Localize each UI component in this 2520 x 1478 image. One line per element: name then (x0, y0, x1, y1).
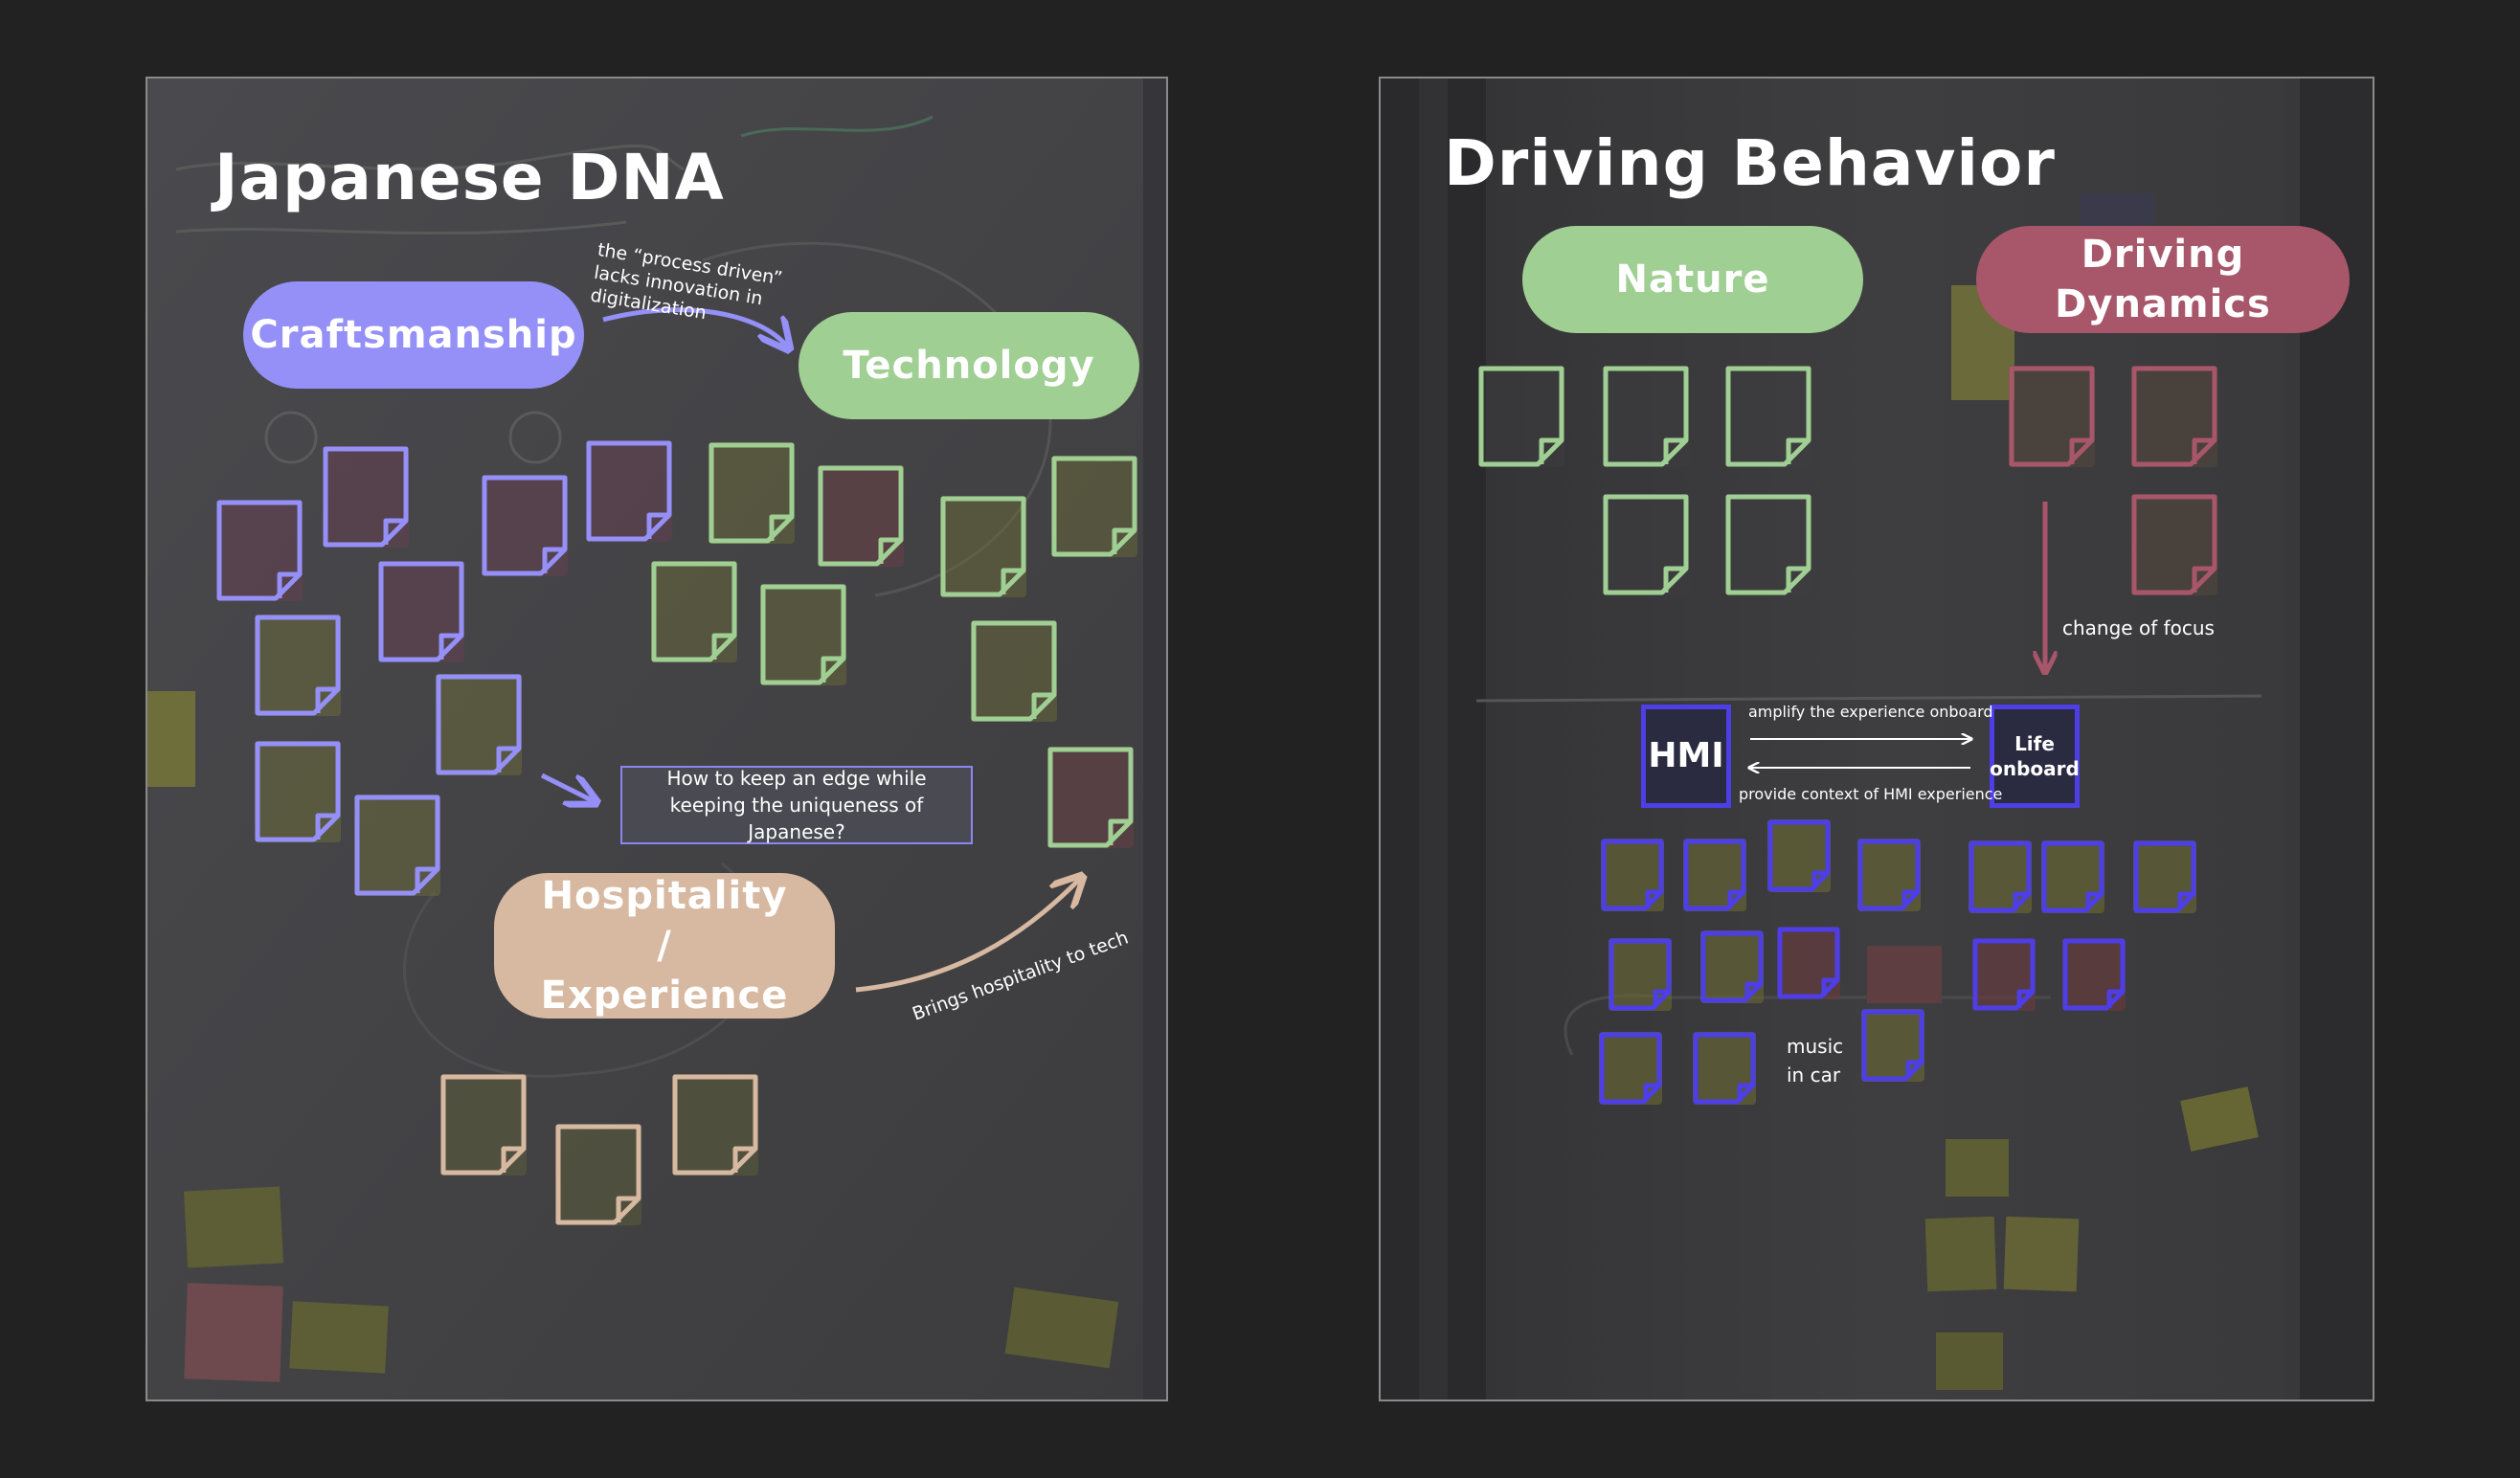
technology-label: Technology (799, 312, 1139, 419)
craftsmanship-label: Craftsmanship (243, 281, 584, 389)
sticky-note-craftsmanship (482, 475, 568, 576)
sticky-note-hmi (1700, 930, 1764, 1003)
sticky-note-nature (1603, 494, 1689, 595)
sticky-note-hmi (1777, 927, 1840, 999)
sticky-note-nature (1603, 366, 1689, 467)
hmi-label: HMI (1641, 705, 1731, 808)
japanese-dna-diagram (147, 307, 1168, 1401)
japanese-dna-panel: Japanese DNA Craftsmanship Technology Ho… (146, 77, 1168, 1401)
sticky-note-hospitality (440, 1074, 527, 1176)
sticky-note-craftsmanship (255, 615, 341, 716)
sticky-note-craftsmanship (378, 561, 464, 662)
question-box: How to keep an edge while keeping the un… (620, 766, 973, 844)
sticky-note-hospitality (672, 1074, 758, 1176)
sticky-note-technology (940, 496, 1026, 597)
context-label: provide context of HMI experience (1739, 785, 2003, 803)
sticky-note-technology (1051, 456, 1137, 557)
driving-dynamics-label: Driving Dynamics (1976, 226, 2350, 333)
life-onboard-label: Life onboard (1990, 705, 2080, 808)
driving-behavior-diagram (1381, 78, 2374, 1401)
sticky-note-hmi (2041, 840, 2104, 913)
nature-label: Nature (1522, 226, 1863, 333)
sticky-note-craftsmanship (586, 440, 672, 542)
sticky-note-nature (1725, 366, 1811, 467)
sticky-note-hmi (1861, 1009, 1924, 1082)
sticky-note-driving-dynamics (2131, 366, 2217, 467)
sticky-note-driving-dynamics (2009, 366, 2095, 467)
panel-title: Driving Behavior (1444, 126, 2056, 200)
sticky-note-technology (971, 620, 1057, 722)
hospitality-label: Hospitality / Experience (494, 873, 835, 1019)
sticky-note-technology (1047, 747, 1134, 848)
hospitality-to-tech-arrow (855, 879, 1080, 993)
sticky-note-hmi (2133, 840, 2196, 913)
sticky-note-craftsmanship (323, 446, 409, 548)
sticky-note-craftsmanship (255, 741, 341, 842)
whiteboard-photo (147, 78, 1166, 1400)
sticky-note-hmi (2062, 938, 2126, 1011)
music-in-car-label: music in car (1787, 1035, 1844, 1086)
sticky-note-technology (709, 442, 795, 544)
sticky-note-hmi (1969, 840, 2032, 913)
sticky-note-hospitality (555, 1124, 641, 1225)
sticky-note-hmi (1767, 819, 1831, 892)
sticky-note-hmi (1683, 839, 1746, 911)
sticky-note-craftsmanship (354, 795, 440, 896)
sticky-note-hmi (1599, 1032, 1662, 1105)
amplify-label: amplify the experience onboard (1748, 703, 1993, 721)
sticky-note-nature (1478, 366, 1564, 467)
question-arrow (540, 773, 594, 801)
sticky-note-craftsmanship (436, 674, 522, 775)
sticky-note-technology (760, 584, 846, 685)
sticky-note-craftsmanship (216, 500, 303, 601)
panel-title: Japanese DNA (214, 141, 725, 214)
sticky-note-technology (818, 465, 904, 567)
sticky-note-hmi (1857, 839, 1921, 911)
sticky-note-hmi (1609, 938, 1672, 1011)
driving-behavior-panel: Driving Behavior Nature Driving Dynamics… (1379, 77, 2374, 1401)
sticky-note-technology (651, 561, 737, 662)
sticky-note-hmi (1601, 839, 1664, 911)
sticky-note-driving-dynamics (2131, 494, 2217, 595)
sticky-note-nature (1725, 494, 1811, 595)
sticky-note-hmi (1972, 938, 2036, 1011)
sticky-note-hmi (1693, 1032, 1756, 1105)
change-of-focus-label: change of focus (2062, 616, 2215, 639)
craftsmanship-to-technology-arrow (602, 307, 787, 347)
